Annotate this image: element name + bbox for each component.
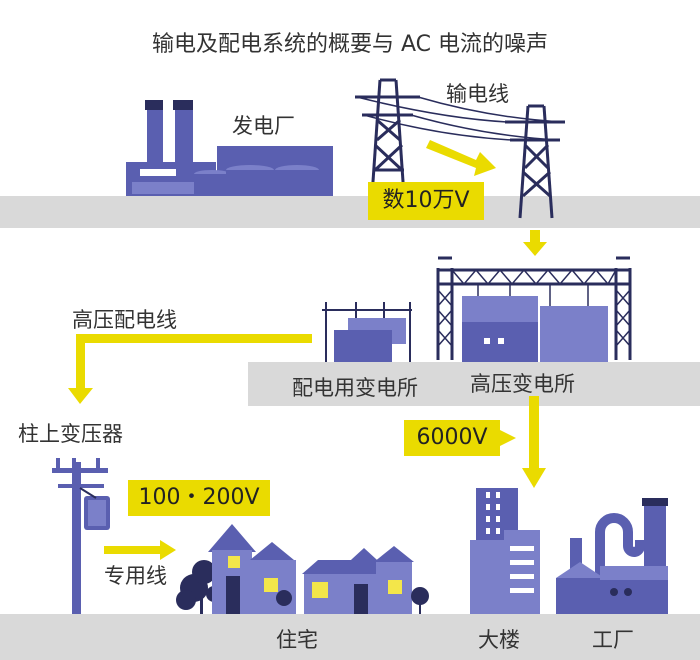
factory-label: 工厂 (592, 628, 634, 652)
transmission-tower-right-icon (505, 104, 565, 219)
transmission-line-label: 输电线 (446, 82, 509, 106)
houses-icon (176, 524, 429, 614)
arrow-to-hv-substation (523, 230, 547, 256)
service-line-arrow (104, 540, 176, 560)
power-plant-label: 发电厂 (232, 114, 295, 138)
page-title: 输电及配电系统的概要与 AC 电流的噪声 (151, 32, 548, 57)
factory-icon (556, 498, 668, 614)
building-label: 大楼 (478, 628, 520, 652)
dist-line-label: 高压配电线 (72, 308, 177, 332)
hv-substation-icon (436, 256, 632, 362)
arrow-to-buildings (500, 396, 546, 488)
houses-label: 住宅 (276, 628, 318, 652)
arrow-to-transmission (426, 140, 496, 176)
distribution-voltage-tag: 6000V (404, 420, 500, 456)
transmission-wires (356, 96, 564, 141)
ground-band-top (0, 196, 700, 228)
transmission-tower-left-icon (355, 78, 420, 197)
dist-line-arrow (68, 334, 312, 404)
dist-substation-icon (322, 302, 412, 362)
ground-band-middle (248, 362, 700, 406)
hv-substation-label: 高压变电所 (470, 372, 575, 396)
power-plant-icon (126, 100, 333, 196)
service-line-label: 专用线 (104, 564, 167, 588)
transmission-voltage-tag: 数10万V (368, 182, 484, 220)
dist-substation-label: 配电用变电所 (292, 376, 418, 400)
pole-transformer-label: 柱上变压器 (18, 422, 123, 446)
ground-band-bottom (0, 614, 700, 660)
household-voltage-tag: 100・200V (128, 480, 270, 516)
pole-transformer-icon (52, 458, 110, 614)
office-building-icon (470, 488, 540, 614)
